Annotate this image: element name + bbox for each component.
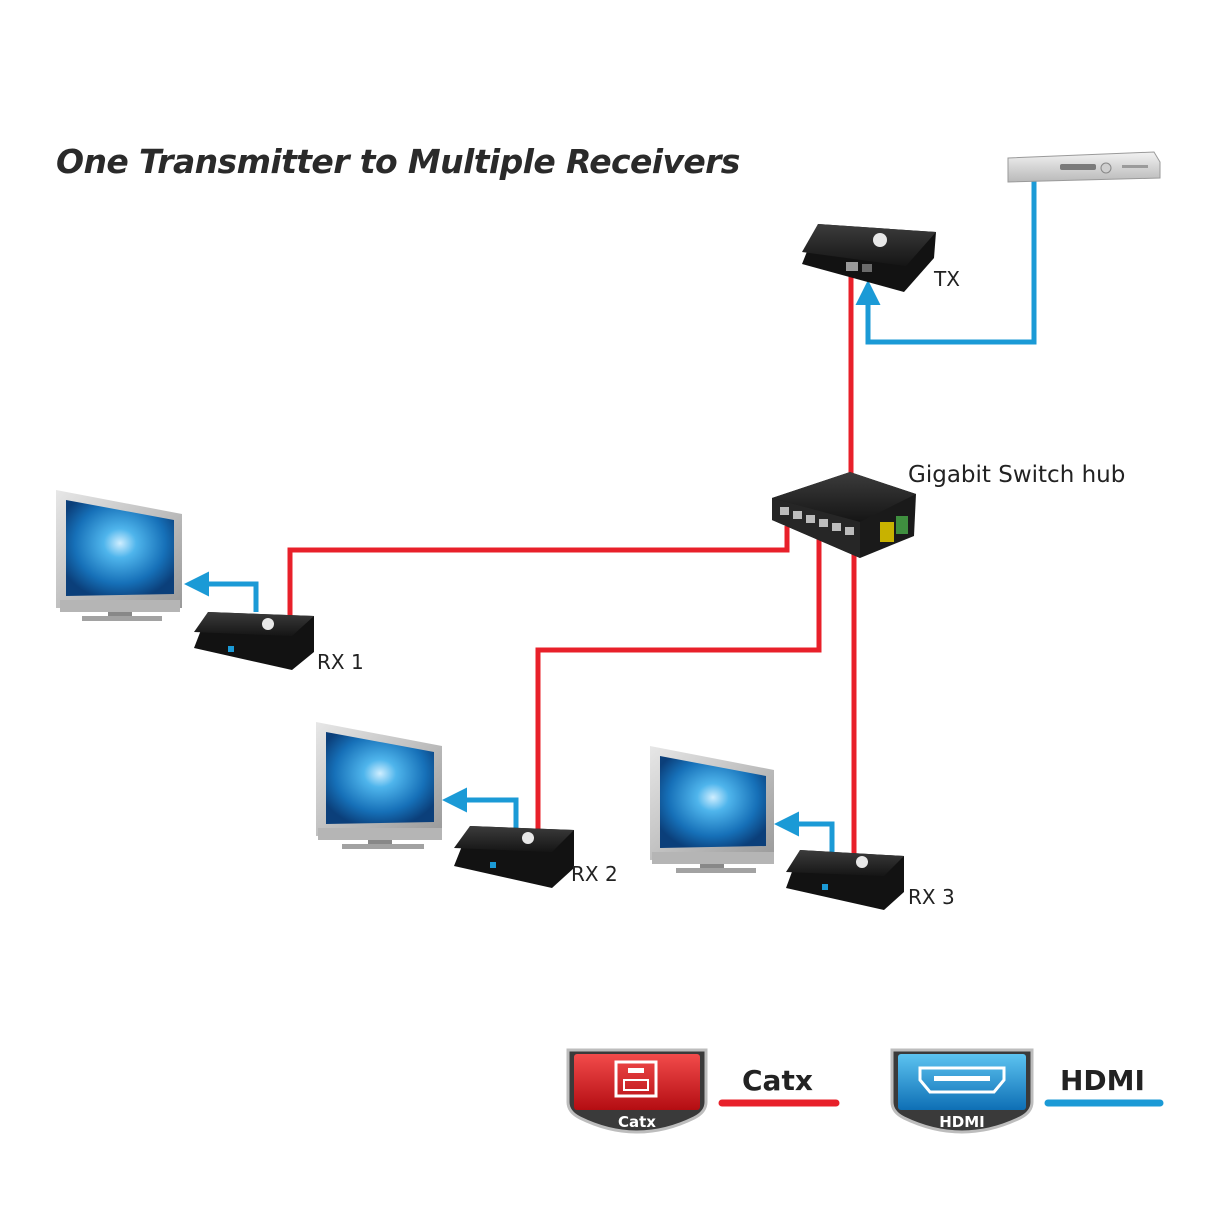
legend-catx — [566, 1048, 840, 1134]
tv-3-device — [650, 746, 774, 873]
diagram-title: One Transmitter to Multiple Receivers — [56, 142, 740, 181]
label-rx1: RX 1 — [317, 650, 364, 674]
tx-transmitter-device — [802, 224, 936, 292]
rx-2-receiver-device — [454, 826, 574, 888]
catx-cables — [287, 272, 857, 854]
catx-badge-text: Catx — [618, 1113, 656, 1131]
label-rx3: RX 3 — [908, 885, 955, 909]
hdmi-badge-text: HDMI — [939, 1113, 985, 1131]
hdmi-cable-rx1-to-tv1 — [184, 571, 259, 612]
catx-cable-hub-to-rx1 — [287, 526, 790, 616]
ethernet-port-icon — [614, 1060, 658, 1098]
hdmi-cable-source-to-tx — [855, 180, 1037, 345]
catx-cable-hub-to-rx2 — [535, 530, 822, 830]
label-gigabit-switch-hub: Gigabit Switch hub — [908, 462, 1126, 488]
legend-hdmi-label: HDMI — [1060, 1064, 1145, 1097]
tv-1-device — [56, 490, 182, 621]
hdmi-port-icon — [918, 1066, 1006, 1094]
hdmi-cables — [184, 180, 1037, 853]
rx-3-receiver-device — [786, 850, 904, 910]
legend-catx-label: Catx — [742, 1064, 813, 1097]
source-player-device — [1007, 151, 1161, 183]
label-tx: TX — [934, 267, 960, 291]
legend-hdmi — [890, 1048, 1164, 1134]
hdmi-cable-rx3-to-tv3 — [774, 811, 835, 853]
tv-2-device — [316, 722, 442, 849]
rx-1-receiver-device — [194, 612, 314, 670]
label-rx2: RX 2 — [571, 862, 618, 886]
gigabit-switch-hub-device — [772, 472, 916, 558]
hdmi-cable-rx2-to-tv2 — [442, 787, 519, 830]
